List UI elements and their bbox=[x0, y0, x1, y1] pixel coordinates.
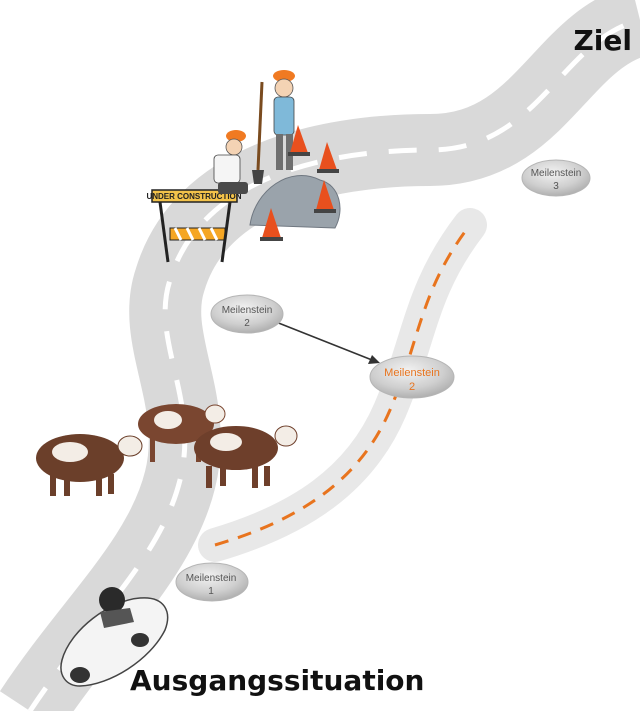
milestone-2-relocated-number: 2 bbox=[409, 381, 415, 393]
milestone-shift-arrow bbox=[276, 322, 372, 360]
milestone-2-label: Meilenstein bbox=[222, 305, 273, 316]
milestone-1-label: Meilenstein bbox=[186, 573, 237, 584]
cow-icon bbox=[36, 434, 142, 496]
cow-icon bbox=[194, 426, 297, 488]
goal-label: Ziel bbox=[574, 24, 633, 57]
milestone-2-relocated-label: Meilenstein bbox=[384, 367, 440, 379]
milestone-1: Meilenstein 1 bbox=[176, 563, 248, 601]
milestone-1-number: 1 bbox=[208, 586, 214, 597]
milestone-3-number: 3 bbox=[553, 181, 559, 192]
milestone-2-relocated: Meilenstein 2 bbox=[370, 356, 454, 398]
milestone-2-number: 2 bbox=[244, 318, 250, 329]
start-label: Ausgangssituation bbox=[130, 664, 424, 697]
milestone-3: Meilenstein 3 bbox=[522, 160, 590, 196]
milestone-3-label: Meilenstein bbox=[531, 168, 582, 179]
milestone-2: Meilenstein 2 bbox=[211, 295, 283, 333]
